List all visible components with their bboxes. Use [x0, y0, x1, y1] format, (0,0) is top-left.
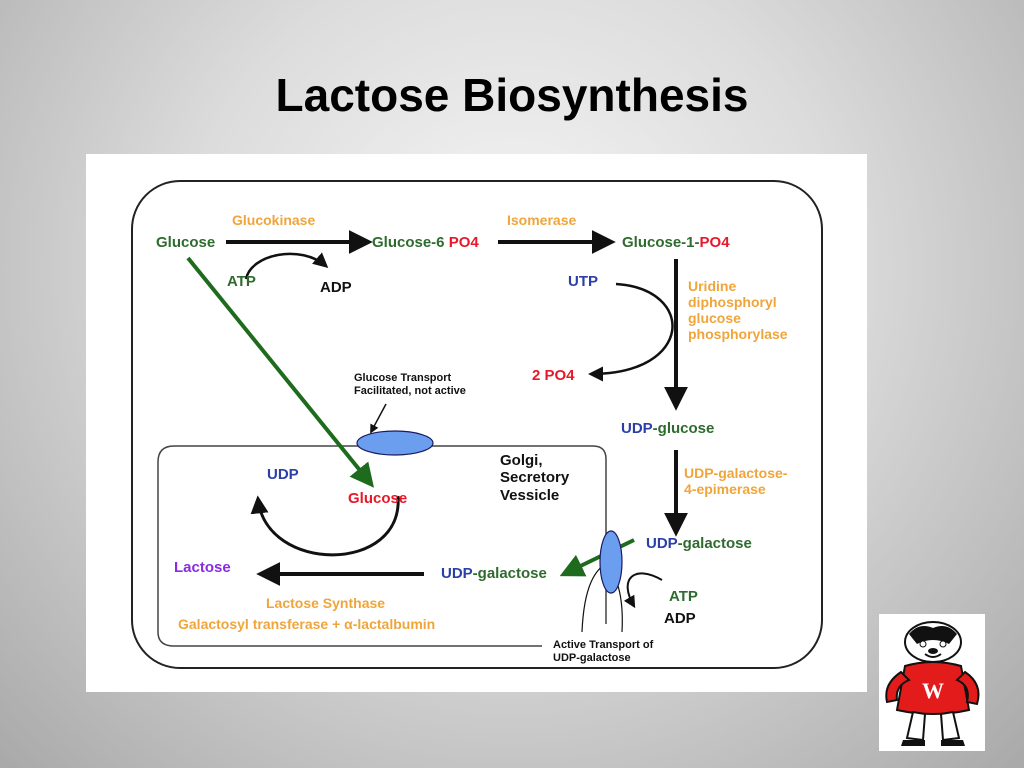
po4-text-1: PO4 — [448, 234, 479, 251]
udp-glucose-udp: UDP — [621, 420, 653, 437]
pathway-diagram: Glucose Glucokinase Glucose-6 PO4 Isomer… — [86, 154, 867, 692]
glucose-1-text: Glucose-1- — [622, 234, 700, 251]
active-transport-line-1: Active Transport of — [553, 639, 654, 651]
transport-note-line-2: Facilitated, not active — [354, 384, 466, 397]
udp-inner-label: UDP — [267, 466, 299, 483]
galactosyl-transferase-label: Galactosyl transferase + α-lactalbumin — [178, 616, 436, 632]
glucose-1-po4-label: Glucose-1-PO4 — [622, 234, 730, 251]
glucose-udp-curve — [250, 495, 400, 557]
lactose-label: Lactose — [174, 559, 231, 576]
lactose-synthase-label: Lactose Synthase — [266, 595, 386, 611]
udpgp-enzyme-label: Uridine diphosphoryl glucose phosphoryla… — [688, 278, 788, 342]
po4-text-2: PO4 — [699, 234, 730, 251]
golgi-line-3: Vessicle — [500, 486, 560, 504]
arrow-glucose-transport — [186, 256, 375, 488]
udpgal-transporter — [599, 530, 623, 594]
glucose-label: Glucose — [156, 234, 216, 251]
golgi-label: Golgi, Secretory Vessicle — [500, 452, 569, 504]
pathway-arrows — [131, 180, 823, 669]
arrow-udpgal-import — [559, 538, 635, 577]
udp-glucose-rest: -glucose — [652, 420, 715, 437]
atp-label-1: ATP — [227, 273, 256, 290]
isomerase-label: Isomerase — [507, 212, 577, 228]
badger-mascot-icon: W — [879, 614, 985, 751]
glucokinase-label: Glucokinase — [232, 212, 316, 228]
udpgp-line-1: Uridine — [688, 278, 737, 294]
transport-pointer — [370, 403, 387, 434]
udpgp-line-2: diphosphoryl — [688, 294, 777, 311]
active-transport-label: Active Transport of UDP-galactose — [551, 639, 656, 665]
cell-outline — [131, 180, 823, 669]
slide-title: Lactose Biosynthesis — [275, 69, 749, 121]
epimerase-line-1: UDP-galactose- — [684, 465, 788, 481]
utp-label: UTP — [568, 273, 598, 290]
atp-adp-curve-1 — [244, 252, 329, 280]
golgi-line-2: Secretory — [500, 469, 570, 487]
udpgp-line-4: phosphorylase — [688, 326, 788, 343]
udp-galactose-rest: -galactose — [677, 535, 752, 552]
atp-adp-curve-2 — [623, 572, 663, 609]
adp-label-1: ADP — [320, 279, 352, 296]
atp-label-2: ATP — [669, 588, 698, 605]
glucose-transport-note: Glucose Transport Facilitated, not activ… — [354, 372, 466, 397]
epimerase-line-2: 4-epimerase — [684, 481, 766, 498]
epimerase-label: UDP-galactose- 4-epimerase — [684, 465, 787, 497]
transport-note-line-1: Glucose Transport — [354, 372, 452, 384]
glucose-6-text: Glucose-6 — [372, 234, 445, 251]
glucose-6-po4-label: Glucose-6 PO4 — [372, 234, 479, 251]
two-po4-label: 2 PO4 — [532, 367, 575, 384]
udp-gal-inner-udp: UDP — [441, 565, 473, 582]
adp-label-2: ADP — [664, 610, 696, 627]
svg-text:W: W — [922, 678, 944, 703]
badger-mascot-drawing: W — [885, 621, 980, 746]
udp-galactose-udp: UDP — [646, 535, 678, 552]
udp-glucose-label: UDP-glucose — [621, 420, 714, 437]
active-transport-line-2: UDP-galactose — [553, 651, 631, 664]
udpgp-line-3: glucose — [688, 310, 741, 327]
golgi-line-1: Golgi, — [500, 452, 543, 469]
utp-ppi-curve — [588, 282, 674, 382]
golgi-outline — [157, 445, 607, 647]
udp-galactose-inner-label: UDP-galactose — [441, 565, 547, 582]
udp-galactose-label: UDP-galactose — [646, 535, 752, 552]
glucose-inner-label: Glucose — [348, 490, 408, 507]
glucose-transporter — [356, 430, 434, 456]
udp-gal-inner-rest: -galactose — [472, 565, 547, 582]
